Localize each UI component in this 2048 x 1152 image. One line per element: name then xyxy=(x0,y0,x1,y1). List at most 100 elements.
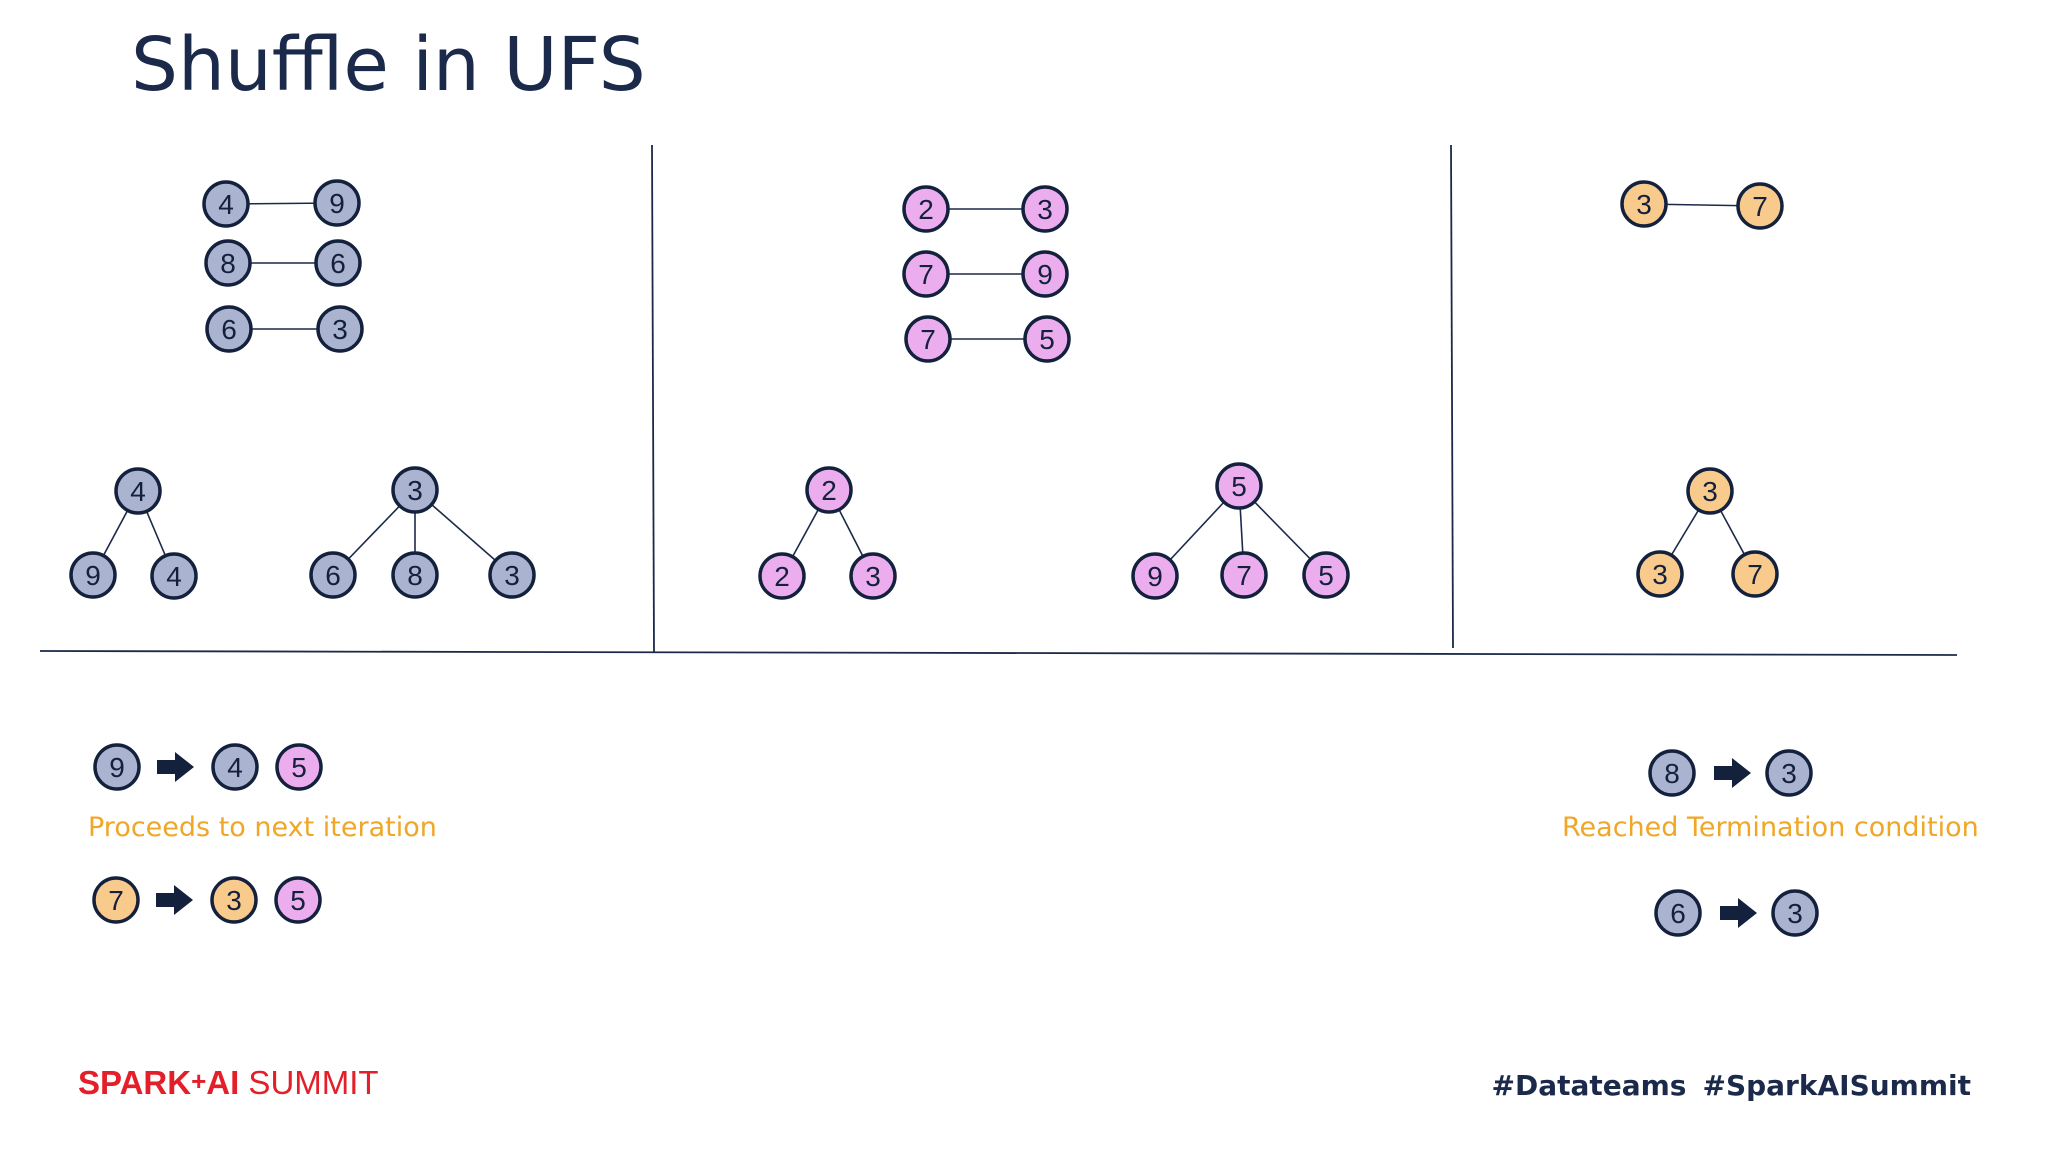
panel-baseline xyxy=(39,650,1958,656)
node-label: 3 xyxy=(1037,194,1053,225)
node-label: 3 xyxy=(1781,758,1797,789)
node-circle xyxy=(210,876,258,924)
node-circle xyxy=(1648,749,1696,797)
node-circle xyxy=(316,305,364,353)
hashtag-sparkaisummit: #SparkAISummit xyxy=(1702,1069,1971,1102)
node-label: 3 xyxy=(865,561,881,592)
node-label: 9 xyxy=(1037,259,1053,290)
node-label: 7 xyxy=(1752,191,1768,222)
node-label: 3 xyxy=(332,314,348,345)
node-circle xyxy=(1731,550,1779,598)
node-circle xyxy=(488,551,536,599)
node-label: 3 xyxy=(1636,189,1652,220)
node-label: 9 xyxy=(109,752,125,783)
node-circle xyxy=(313,179,361,227)
node-label: 7 xyxy=(918,259,934,290)
result-right-1-to-0: 3 xyxy=(1771,889,1819,937)
panel-divider-left xyxy=(651,144,655,653)
arrow-right-0 xyxy=(1714,758,1751,788)
node-p1-tree0-root: 2 xyxy=(805,466,853,514)
node-label: 7 xyxy=(1747,559,1763,590)
node-p0-pair1-b: 6 xyxy=(314,239,362,287)
node-circle xyxy=(1131,552,1179,600)
node-label: 3 xyxy=(1702,476,1718,507)
node-label: 9 xyxy=(329,188,345,219)
node-p0-pair2-b: 3 xyxy=(316,305,364,353)
node-label: 7 xyxy=(920,324,936,355)
node-circle xyxy=(1636,550,1684,598)
node-circle xyxy=(202,180,250,228)
node-label: 3 xyxy=(1652,559,1668,590)
result-left-1-from: 7 xyxy=(92,876,140,924)
node-label: 6 xyxy=(221,314,237,345)
result-right-0-from: 8 xyxy=(1648,749,1696,797)
node-label: 5 xyxy=(1039,324,1055,355)
node-label: 5 xyxy=(1231,471,1247,502)
arrow-right-1 xyxy=(1720,898,1757,928)
node-label: 3 xyxy=(1787,898,1803,929)
node-p0-pair0-a: 4 xyxy=(202,180,250,228)
node-circle xyxy=(1686,467,1734,515)
node-label: 8 xyxy=(407,560,423,591)
node-label: 8 xyxy=(220,248,236,279)
node-label: 3 xyxy=(407,475,423,506)
node-label: 4 xyxy=(166,561,182,592)
result-right-1-from: 6 xyxy=(1654,889,1702,937)
node-circle xyxy=(902,185,950,233)
hashtags: #Datateams #SparkAISummit xyxy=(1491,1069,1971,1102)
node-label: 9 xyxy=(1147,561,1163,592)
node-p0-tree0-root: 4 xyxy=(114,467,162,515)
node-p1-pair0-b: 3 xyxy=(1021,185,1069,233)
result-left-0-from: 9 xyxy=(93,743,141,791)
node-p1-pair1-b: 9 xyxy=(1021,250,1069,298)
node-p1-tree1-child2: 5 xyxy=(1302,551,1350,599)
node-circle xyxy=(1771,889,1819,937)
node-label: 5 xyxy=(290,885,306,916)
node-label: 3 xyxy=(504,560,520,591)
node-circle xyxy=(1215,462,1263,510)
node-label: 6 xyxy=(1670,898,1686,929)
brand-summit: SUMMIT xyxy=(239,1064,379,1101)
node-p2-tree0-child1: 7 xyxy=(1731,550,1779,598)
node-circle xyxy=(904,315,952,363)
node-label: 7 xyxy=(1236,560,1252,591)
slide-title: Shuffle in UFS xyxy=(131,22,646,108)
node-label: 3 xyxy=(226,885,242,916)
node-circle xyxy=(92,876,140,924)
node-circle xyxy=(1736,182,1784,230)
node-p2-tree0-root: 3 xyxy=(1686,467,1734,515)
node-circle xyxy=(275,743,323,791)
node-p1-tree0-child0: 2 xyxy=(758,552,806,600)
result-left-1-to-1: 5 xyxy=(274,876,322,924)
node-circle xyxy=(391,551,439,599)
node-circle xyxy=(309,551,357,599)
node-circle xyxy=(1023,315,1071,363)
node-circle xyxy=(1620,180,1668,228)
node-circle xyxy=(69,551,117,599)
result-left-1-to-0: 3 xyxy=(210,876,258,924)
node-circle xyxy=(758,552,806,600)
node-circle xyxy=(274,876,322,924)
node-circle xyxy=(114,467,162,515)
node-circle xyxy=(314,239,362,287)
brand-logo: SPARK+AI SUMMIT xyxy=(78,1064,379,1102)
node-p2-pair0-b: 7 xyxy=(1736,182,1784,230)
node-p2-tree0-child0: 3 xyxy=(1636,550,1684,598)
node-circle xyxy=(1220,551,1268,599)
result-left-0-to-0: 4 xyxy=(211,743,259,791)
node-circle xyxy=(849,552,897,600)
node-p0-pair1-a: 8 xyxy=(204,239,252,287)
node-label: 9 xyxy=(85,560,101,591)
node-label: 2 xyxy=(918,194,934,225)
node-p0-tree1-child1: 8 xyxy=(391,551,439,599)
node-p2-pair0-a: 3 xyxy=(1620,180,1668,228)
node-p1-pair2-a: 7 xyxy=(904,315,952,363)
node-p1-tree1-child0: 9 xyxy=(1131,552,1179,600)
brand-spark: SPARK xyxy=(78,1064,192,1101)
node-label: 7 xyxy=(108,885,124,916)
node-label: 4 xyxy=(227,752,243,783)
panel-divider-right xyxy=(1450,144,1454,649)
hashtag-datateams: #Datateams xyxy=(1491,1069,1687,1102)
node-label: 2 xyxy=(821,475,837,506)
